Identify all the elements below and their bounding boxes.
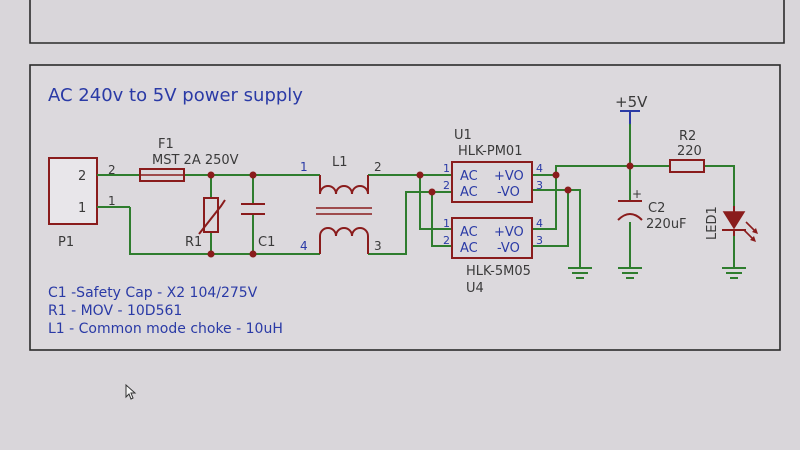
junction-dot (207, 171, 215, 179)
junction-dot (249, 171, 257, 179)
schematic-title: AC 240v to 5V power supply (48, 85, 303, 106)
vcc-symbol: +5V (615, 93, 648, 124)
module-u1-body (451, 161, 533, 203)
led-led1-ref: LED1 (705, 206, 720, 240)
module-u1: U1 HLK-PM01 AC AC +VO -VO 1 2 4 3 (443, 128, 543, 203)
varistor-r1-ref: R1 (185, 235, 202, 250)
led-led1: LED1 (705, 206, 758, 242)
junctions (207, 162, 634, 258)
connector-p1-pin1-num: 1 (78, 201, 86, 216)
module-u4-pin3: 3 (536, 234, 543, 247)
upper-sheet-frame (29, 0, 785, 44)
notes-block: C1 -Safety Cap - X2 104/275V R1 - MOV - … (48, 285, 283, 337)
module-u1-pin1: 1 (443, 162, 450, 175)
module-u4-pin4: 4 (536, 217, 543, 230)
choke-l1-pin1: 1 (300, 160, 308, 174)
wire-u4-vo-neg (532, 190, 569, 247)
choke-l1: L1 1 2 4 3 (300, 155, 382, 255)
module-u1-pin4: 4 (536, 162, 543, 175)
choke-l1-pin4: 4 (300, 239, 308, 253)
led-led1-ray-2-head (750, 236, 756, 242)
connector-p1: 2 1 2 1 P1 (48, 157, 140, 250)
connector-p1-pin2-num: 2 (78, 169, 86, 184)
module-u1-ac1: AC (460, 169, 478, 184)
capacitor-c2: + C2 220uF (617, 187, 687, 232)
capacitor-c1: C1 (241, 203, 275, 250)
module-u1-vo-pos: +VO (494, 169, 524, 184)
module-u1-pin2: 2 (443, 179, 450, 192)
choke-l1-coil-top (319, 185, 369, 195)
connector-p1-body (48, 157, 98, 225)
fuse-f1-value: MST 2A 250V (152, 153, 239, 168)
module-u4-vo-neg: -VO (497, 241, 520, 256)
module-u4-ac2: AC (460, 241, 478, 256)
capacitor-c2-plate-curved (617, 213, 643, 221)
capacitor-c2-value: 220uF (646, 217, 687, 232)
junction-dot (207, 250, 215, 258)
ground-symbol-led (722, 267, 746, 279)
module-u1-ac2: AC (460, 185, 478, 200)
module-u4-part: HLK-5M05 (466, 264, 531, 279)
capacitor-c1-ref: C1 (258, 235, 275, 250)
module-u1-ref: U1 (454, 128, 472, 143)
fuse-f1-ref: F1 (158, 137, 174, 152)
module-u4-pin1: 1 (443, 217, 450, 230)
choke-l1-coil-bottom (319, 227, 369, 237)
resistor-r2-ref: R2 (679, 129, 696, 144)
mouse-cursor-icon (125, 383, 137, 400)
module-u4-ref: U4 (466, 281, 484, 296)
fuse-f1: F1 MST 2A 250V (139, 137, 239, 182)
choke-l1-ref: L1 (332, 155, 348, 170)
connector-p1-ref: P1 (58, 235, 74, 250)
wire-bottom-line (129, 207, 320, 255)
module-u4-vo-pos: +VO (494, 225, 524, 240)
connector-p1-wire2-num: 2 (108, 163, 116, 177)
module-u4-ac1: AC (460, 225, 478, 240)
junction-dot (249, 250, 257, 258)
wire-u1-vo-pos (532, 165, 630, 176)
choke-l1-pin3: 3 (374, 239, 382, 253)
wire-ac2-branch (431, 192, 452, 247)
led-led1-ray-1-head (752, 228, 758, 234)
capacitor-c2-polarity: + (632, 187, 642, 201)
note-line: R1 - MOV - 10D561 (48, 303, 182, 319)
wire-u4-vo-pos (532, 175, 557, 230)
module-u4-body (451, 217, 533, 259)
junction-dot (626, 162, 634, 170)
connector-p1-wire1-num: 1 (108, 194, 116, 208)
ground-symbol-modules (568, 267, 592, 279)
module-u1-part: HLK-PM01 (458, 144, 522, 159)
note-line: L1 - Common mode choke - 10uH (48, 321, 283, 337)
resistor-r2-body (669, 159, 705, 173)
wire-ac1-branch (419, 175, 452, 230)
wire-r2-to-led (704, 165, 735, 206)
wire-u1-vo-neg (532, 189, 581, 268)
junction-dot (564, 186, 572, 194)
ground-symbol-c2 (618, 267, 642, 279)
resistor-r2: R2 220 (669, 129, 705, 173)
module-u4: AC AC +VO -VO 1 2 4 3 HLK-5M05 U4 (443, 217, 543, 296)
module-u1-pin3: 3 (536, 179, 543, 192)
capacitor-c2-ref: C2 (648, 201, 665, 216)
resistor-r2-value: 220 (677, 144, 702, 159)
module-u4-pin2: 2 (443, 234, 450, 247)
junction-dot (552, 171, 560, 179)
vcc-label: +5V (615, 93, 648, 111)
varistor-r1-body (203, 197, 219, 233)
junction-dot (428, 188, 436, 196)
junction-dot (416, 171, 424, 179)
varistor-r1-slash (198, 199, 226, 235)
choke-l1-pin2: 2 (374, 160, 382, 174)
note-line: C1 -Safety Cap - X2 104/275V (48, 285, 258, 301)
module-u1-vo-neg: -VO (497, 185, 520, 200)
varistor-r1: R1 (185, 197, 226, 250)
